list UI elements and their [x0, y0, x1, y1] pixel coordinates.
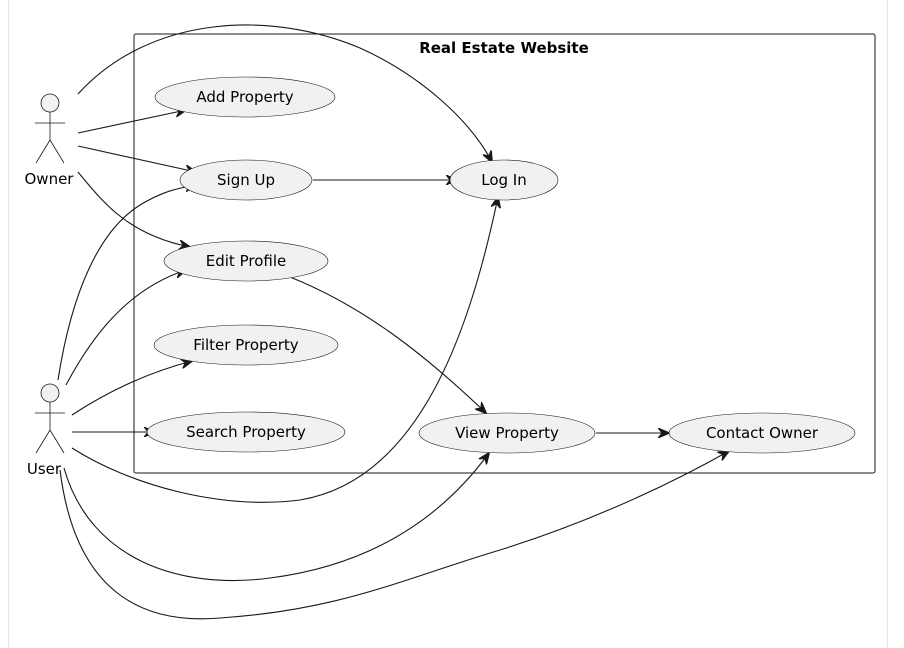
use-case-label: Sign Up: [217, 171, 275, 189]
use-case-label: View Property: [455, 424, 559, 442]
use-case-search-property: Search Property: [146, 411, 346, 453]
actor-owner: Owner: [25, 93, 75, 188]
use-case-view-property: View Property: [418, 412, 596, 454]
use-case-label: Log In: [481, 171, 527, 189]
association-owner-edit-profile: [77, 171, 190, 247]
use-case-contact-owner: Contact Owner: [668, 412, 856, 454]
frame-left-border: [8, 0, 9, 648]
use-case-sign-up: Sign Up: [179, 159, 313, 201]
association-owner-log-in: [77, 24, 492, 162]
association-owner-add-property: [77, 110, 186, 134]
association-owner-sign-up: [77, 145, 196, 172]
frame-right-border: [887, 0, 888, 648]
stick-figure-icon: [35, 383, 65, 454]
associations: [57, 24, 729, 620]
association-user-log-in: [71, 197, 498, 503]
stick-figure-icon: [35, 93, 65, 164]
use-case-label: Add Property: [196, 88, 293, 106]
use-case-label: Search Property: [186, 423, 306, 441]
association-user-filter-property: [71, 361, 192, 416]
association-user-view-property: [63, 453, 489, 582]
association-user-contact-owner: [59, 451, 729, 620]
use-case-filter-property: Filter Property: [153, 324, 339, 366]
system-boundary: [133, 33, 876, 474]
association-edit-profile-view-property: [289, 276, 486, 413]
actor-label: User: [27, 460, 62, 478]
use-case-add-property: Add Property: [154, 76, 336, 118]
actor-label: Owner: [25, 170, 75, 188]
use-case-edit-profile: Edit Profile: [163, 240, 329, 282]
actor-user: User: [27, 383, 65, 478]
use-case-label: Contact Owner: [706, 424, 819, 442]
use-case-label: Edit Profile: [206, 252, 286, 270]
association-user-sign-up: [57, 185, 196, 381]
association-user-edit-profile: [65, 270, 186, 386]
use-case-label: Filter Property: [193, 336, 299, 354]
use-case-log-in: Log In: [449, 159, 559, 201]
system-title: Real Estate Website: [419, 39, 589, 57]
